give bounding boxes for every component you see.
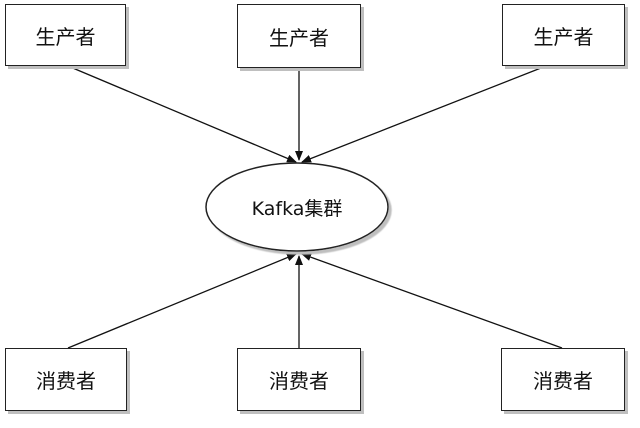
edge-producer-1-to-cluster [67, 65, 297, 163]
producer-node-1-label: 生产者 [35, 24, 96, 49]
producer-node-2: 生产者 [237, 4, 361, 68]
consumer-node-3: 消费者 [501, 348, 625, 411]
consumer-node-3-label: 消费者 [533, 369, 593, 393]
kafka-cluster-node: Kafka集群 [206, 163, 388, 251]
producer-node-2-label: 生产者 [269, 25, 329, 50]
consumer-node-1-label: 消费者 [36, 369, 96, 393]
consumer-node-2: 消费者 [237, 348, 361, 411]
producer-node-1: 生产者 [5, 4, 126, 66]
consumer-node-1: 消费者 [5, 348, 127, 411]
producer-node-3-label: 生产者 [533, 24, 594, 49]
producer-node-3: 生产者 [502, 4, 625, 66]
cluster-ellipse-shape [205, 162, 389, 252]
edge-producer-3-to-cluster [301, 65, 547, 163]
consumer-node-2-label: 消费者 [269, 369, 329, 393]
edge-consumer-1-to-cluster [67, 253, 297, 349]
kafka-cluster-label: Kafka集群 [251, 197, 343, 220]
edge-consumer-3-to-cluster [301, 253, 563, 349]
